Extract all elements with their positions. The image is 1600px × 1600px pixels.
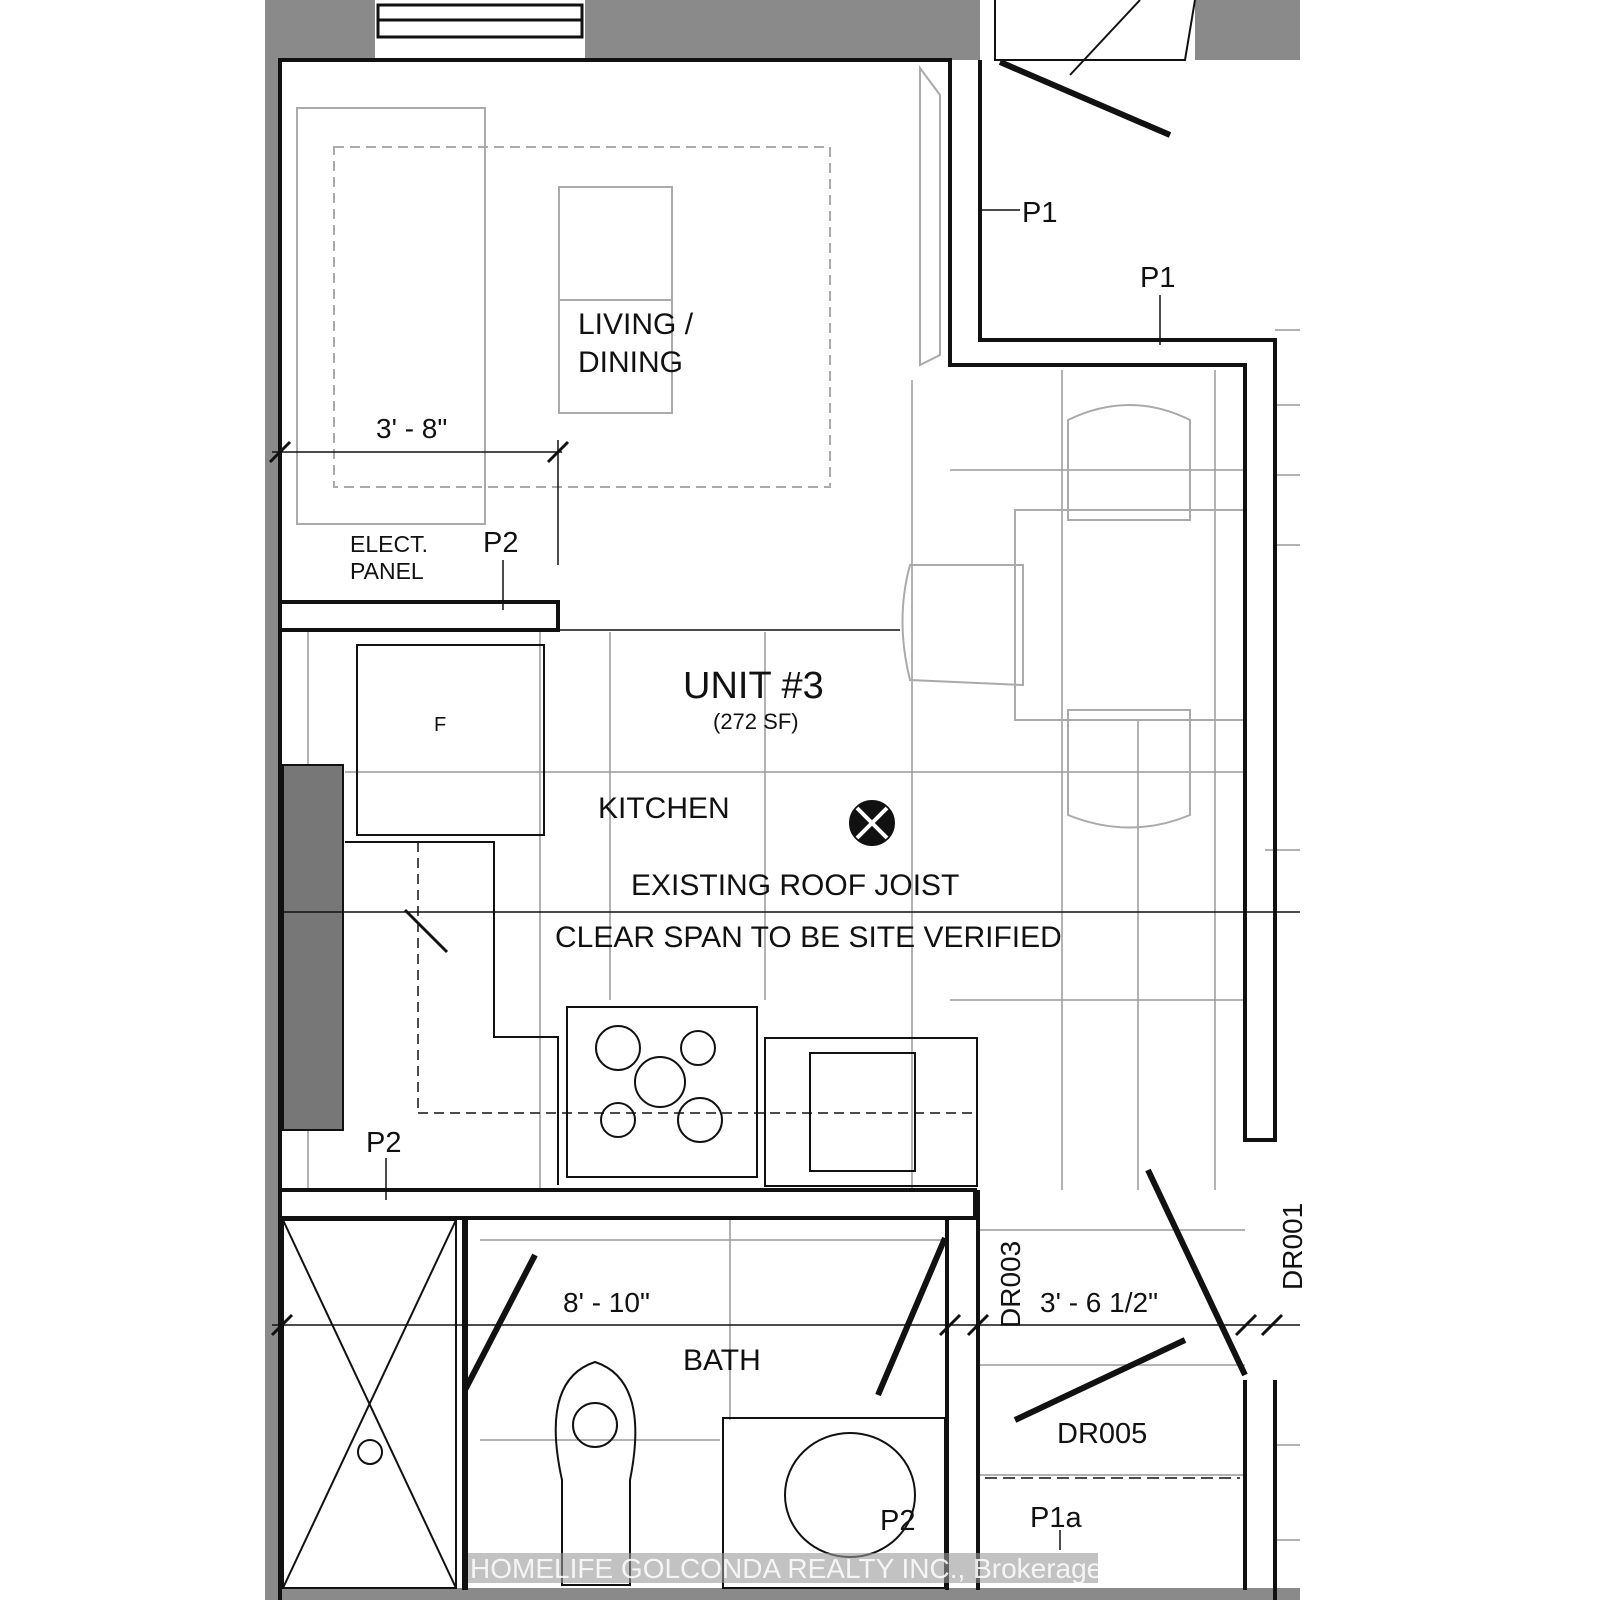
dimension-bath: 8' - 10" (563, 1287, 650, 1318)
room-label-living: LIVING / (578, 308, 694, 341)
joist-note-1: EXISTING ROOF JOIST (631, 869, 959, 902)
window (376, 3, 584, 39)
room-label-kitchen: KITCHEN (598, 792, 730, 825)
tag-p1-a: P1 (1022, 197, 1057, 229)
room-label-dining: DINING (578, 346, 683, 379)
vanity (722, 1417, 946, 1589)
labels: LIVING / DINING 3' - 8" ELECT. PANEL P2 … (350, 197, 1308, 1537)
counter-outline (345, 841, 559, 1185)
tag-p1a: P1a (1030, 1502, 1082, 1534)
fridge-label: F (434, 714, 446, 736)
elect-panel-label-1: ELECT. (350, 531, 428, 557)
toilet (554, 1360, 637, 1586)
tag-p1-b: P1 (1140, 262, 1175, 294)
dining-table (1014, 509, 1246, 721)
furniture (296, 64, 1246, 829)
tag-dr001: DR001 (1277, 1203, 1308, 1290)
rug (333, 146, 831, 488)
tag-p2-a: P2 (483, 527, 518, 559)
kitchen-fixtures (280, 644, 1300, 1187)
tag-dr005: DR005 (1057, 1418, 1147, 1450)
dimension-lines (268, 209, 1300, 1550)
watermark-band (468, 1553, 1098, 1583)
chair (901, 564, 1024, 687)
stove (566, 1006, 758, 1178)
counter (282, 764, 344, 1131)
unit-title: UNIT #3 (683, 665, 824, 707)
chair (1067, 404, 1191, 521)
tag-dr003: DR003 (995, 1241, 1026, 1328)
bath-fixtures (282, 0, 1248, 1589)
fridge (356, 644, 545, 836)
joist-note-2: CLEAR SPAN TO BE SITE VERIFIED (555, 921, 1062, 954)
walls (278, 0, 1277, 1600)
room-label-bath: BATH (683, 1344, 761, 1377)
tile-grid (307, 329, 1300, 1541)
unit-area: (272 SF) (713, 709, 799, 734)
tag-p2-b: P2 (366, 1127, 401, 1159)
tv (919, 64, 941, 367)
chair (1067, 709, 1191, 829)
dimension-hall: 3' - 6 1/2" (1040, 1287, 1158, 1318)
sink-counter (764, 1037, 978, 1187)
sink (809, 1052, 916, 1172)
existing-walls (265, 0, 1300, 1600)
shower (282, 1219, 457, 1589)
sofa (296, 107, 486, 525)
tag-p2-c: P2 (880, 1505, 915, 1537)
elect-panel-label-2: PANEL (350, 558, 424, 584)
dimension-living: 3' - 8" (376, 413, 447, 444)
watermark: HOMELIFE GOLCONDA REALTY INC., Brokerage (470, 1553, 1102, 1584)
